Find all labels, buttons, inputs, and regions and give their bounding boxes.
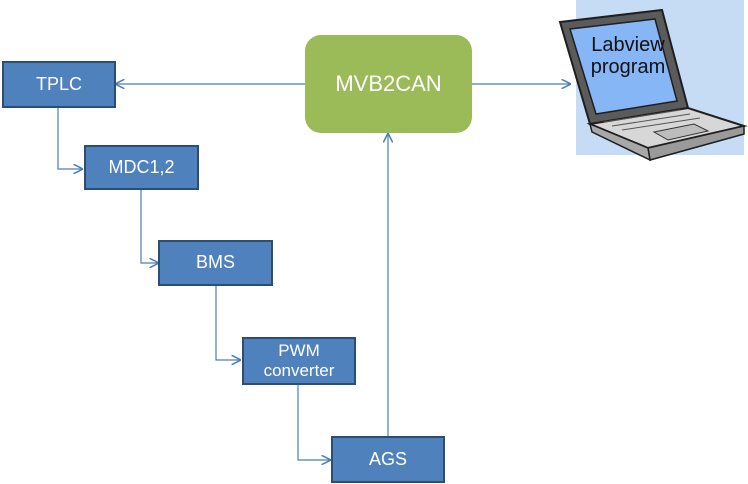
mdc-node: MDC1,2 [84, 145, 199, 190]
arrow-mdc-to-bms [140, 189, 158, 263]
labview-label: Labview program [590, 34, 666, 78]
arrow-pwm-to-ags [297, 385, 330, 460]
pwm-converter-node: PWM converter [242, 337, 356, 385]
mvb2can-node: MVB2CAN [305, 35, 472, 133]
bms-node: BMS [158, 240, 273, 286]
arrow-bms-to-pwm [215, 286, 240, 360]
ags-node: AGS [331, 436, 445, 483]
tplc-node: TPLC [2, 61, 116, 108]
arrow-tplc-to-mdc [57, 107, 82, 169]
laptop-icon [558, 8, 748, 162]
